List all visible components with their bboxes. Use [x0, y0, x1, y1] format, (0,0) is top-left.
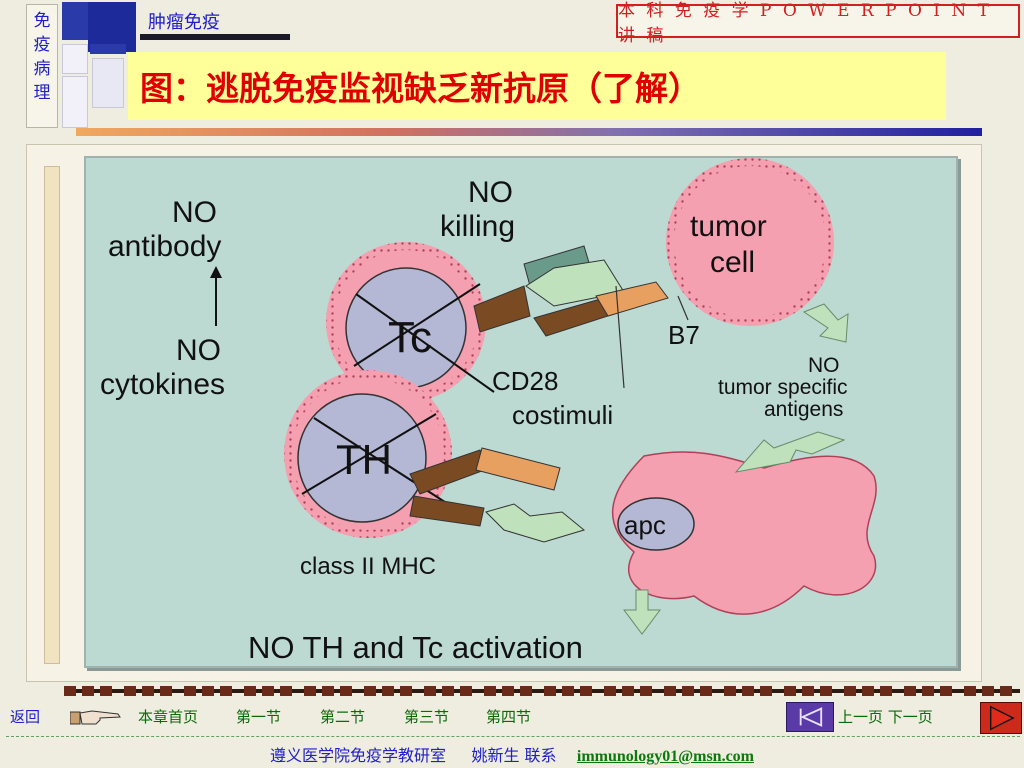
- label-no: NO: [468, 176, 513, 209]
- decor-block: [62, 44, 88, 74]
- title-gradient-bar: [76, 128, 982, 136]
- slide-title-box: 图：逃脱免疫监视缺乏新抗原（了解）: [128, 52, 946, 120]
- prev-next-link[interactable]: 上一页 下一页: [838, 708, 933, 726]
- tc-cross-line: [355, 293, 495, 393]
- b7-pointer: [677, 295, 689, 321]
- decor-block: [92, 58, 124, 108]
- tumor-cell: [674, 166, 826, 318]
- section-2-link[interactable]: 第二节: [320, 708, 366, 726]
- th-tcr-receptor: [409, 495, 485, 527]
- sidebar-char: 免: [33, 11, 51, 31]
- label-no: NO: [176, 334, 221, 367]
- sidebar-char: 疫: [33, 35, 51, 55]
- pointing-hand-icon[interactable]: [70, 708, 122, 728]
- label-th: TH: [336, 436, 392, 483]
- footer-email-link[interactable]: immunology01@msn.com: [576, 748, 754, 765]
- label-no: NO: [172, 196, 217, 229]
- label-costimuli: costimuli: [512, 400, 613, 430]
- prev-page-button[interactable]: [786, 702, 834, 732]
- label-tumor-specific: tumor specific: [718, 376, 848, 399]
- label-antibody: antibody: [108, 230, 221, 263]
- section-3-link[interactable]: 第三节: [404, 708, 450, 726]
- class2-mhc-receptor: [485, 503, 586, 543]
- green-arrow-down-left: [734, 431, 846, 473]
- footer-author: 姚新生 联系: [471, 746, 557, 765]
- green-arrow-down: [623, 589, 661, 635]
- chapter-home-link[interactable]: 本章首页: [138, 708, 199, 726]
- label-no: NO: [808, 354, 840, 377]
- label-antigens: antigens: [764, 398, 843, 421]
- b7-ligand: [595, 281, 669, 317]
- mhc-receptor: [525, 259, 625, 307]
- label-cytokines: cytokines: [100, 368, 225, 401]
- next-page-button[interactable]: [980, 702, 1022, 734]
- arrow-up-head: [210, 266, 222, 278]
- label-killing: killing: [440, 210, 515, 243]
- label-apc: apc: [624, 510, 666, 540]
- prev-page-icon: [799, 707, 823, 727]
- label-tumor: tumor: [690, 210, 767, 243]
- tc-connector: [473, 285, 531, 333]
- sidebar-char: 病: [33, 59, 51, 79]
- decor-block: [90, 44, 126, 54]
- section-4-link[interactable]: 第四节: [486, 708, 532, 726]
- label-tc: Tc: [388, 313, 432, 362]
- cd28-pointer: [615, 285, 625, 389]
- section-underline: [140, 34, 290, 40]
- section-1-link[interactable]: 第一节: [236, 708, 282, 726]
- label-bottom-caption: NO TH and Tc activation: [248, 630, 583, 665]
- footer: 遵义医学院免疫学教研室 姚新生 联系 immunology01@msn.com: [0, 742, 1024, 766]
- footer-divider: [6, 736, 1020, 737]
- tc-cross-line: [353, 283, 481, 367]
- label-cell: cell: [710, 246, 755, 279]
- apc-nucleus: [617, 497, 695, 551]
- course-title: 本 科 免 疫 学 P O W E R P O I N T 讲 稿: [616, 1, 1020, 46]
- decor-block: [88, 2, 136, 52]
- next-page-icon: [989, 705, 1015, 731]
- immune-escape-diagram: NO antibody NO cytokines NO killing tumo…: [100, 158, 877, 665]
- label-b7: B7: [668, 320, 700, 350]
- section-title: 肿瘤免疫: [148, 12, 220, 33]
- chain-decoration-bar: [64, 686, 1020, 696]
- frame-side-strip: [44, 166, 60, 664]
- th-cross-line: [301, 413, 437, 495]
- label-class2-mhc: class II MHC: [300, 553, 436, 580]
- label-cd28: CD28: [492, 366, 558, 396]
- footer-org: 遵义医学院免疫学教研室: [270, 746, 447, 765]
- slide-title: 图：逃脱免疫监视缺乏新抗原（了解）: [140, 69, 701, 108]
- back-link[interactable]: 返回: [10, 708, 41, 726]
- green-arrow-down-right: [802, 303, 849, 343]
- sidebar-tab: 免 疫 病 理: [26, 4, 58, 128]
- sidebar-char: 理: [33, 83, 51, 103]
- decor-block: [62, 2, 88, 40]
- apc-b7-ligand: [475, 447, 561, 491]
- decor-block: [62, 76, 88, 128]
